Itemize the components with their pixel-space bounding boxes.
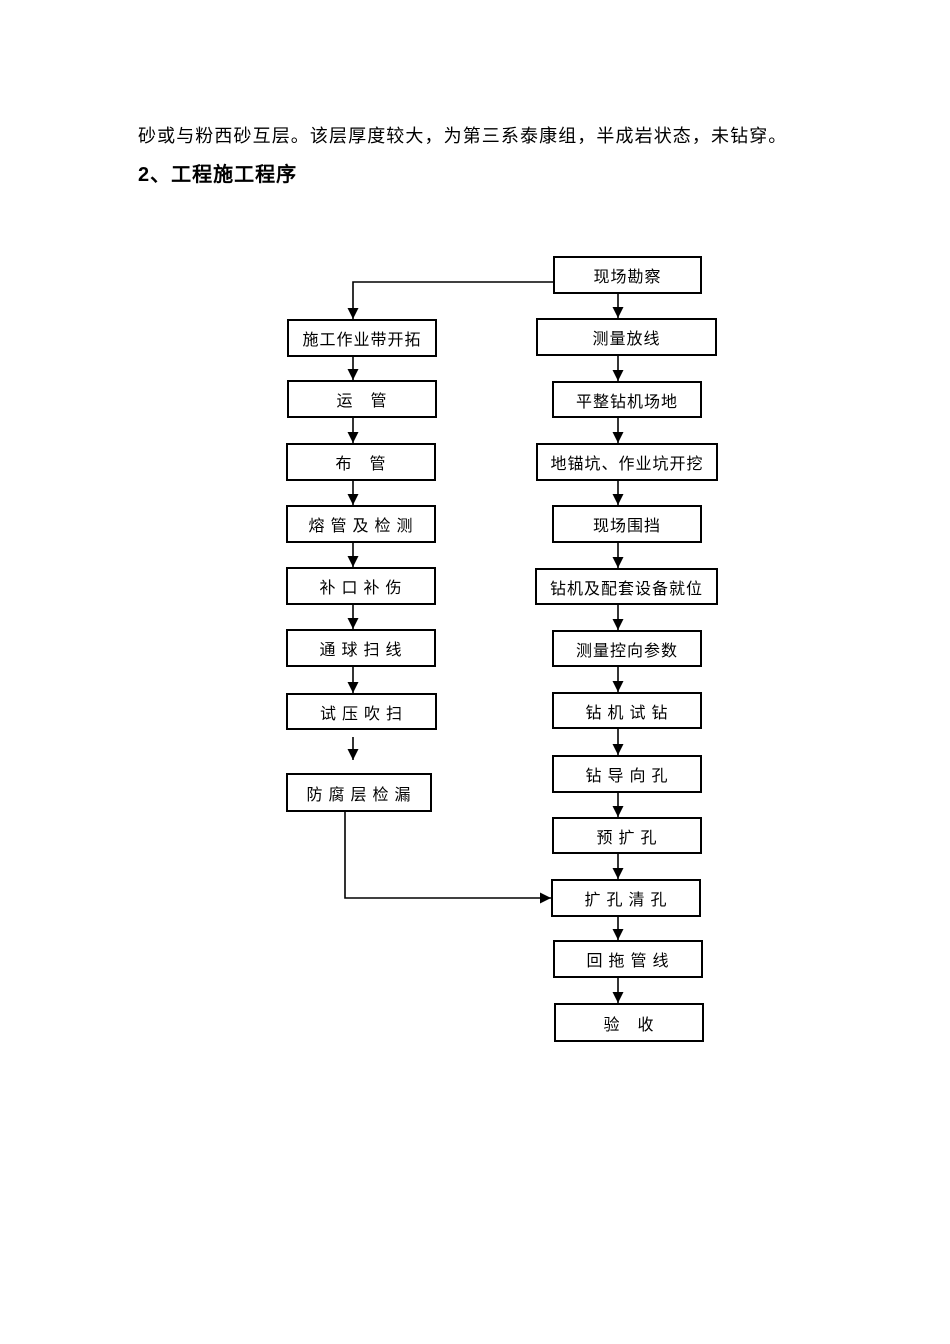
flowchart-node-acceptance: 验 收	[554, 1003, 704, 1042]
arrowhead-icon	[612, 992, 624, 1003]
flowchart-node-work-strip-opening: 施工作业带开拓	[287, 319, 437, 357]
arrowhead-icon	[612, 681, 624, 692]
arrowhead-icon	[612, 307, 624, 318]
flowchart-node-survey-line-setting: 测量放线	[536, 318, 717, 356]
arrowhead-icon	[612, 929, 624, 940]
arrowhead-icon	[540, 892, 551, 904]
arrowhead-icon	[347, 618, 359, 629]
arrowhead-icon	[347, 308, 359, 319]
flowchart-node-pilot-hole-drilling: 钻 导 向 孔	[552, 755, 702, 793]
section-heading: 2、工程施工程序	[138, 164, 298, 186]
flowchart-node-pre-reaming: 预 扩 孔	[552, 817, 702, 854]
arrowhead-icon	[612, 868, 624, 879]
flowchart-node-pipe-laying: 布 管	[286, 443, 436, 481]
body-paragraph: 砂或与粉西砂互层。该层厚度较大，为第三系泰康组，半成岩状态，未钻穿。	[138, 126, 788, 146]
flowchart-node-pipe-fusion-inspection: 熔 管 及 检 测	[286, 505, 436, 543]
flowchart-node-reaming-hole-cleaning: 扩 孔 清 孔	[551, 879, 701, 917]
arrowhead-icon	[612, 744, 624, 755]
flowchart-node-pigging-line-sweep: 通 球 扫 线	[286, 629, 436, 667]
flowchart-node-anchor-pit-excavation: 地锚坑、作业坑开挖	[536, 443, 718, 481]
arrowhead-icon	[347, 494, 359, 505]
flowchart-node-steering-parameter-measurement: 测量控向参数	[552, 630, 702, 667]
arrowhead-icon	[612, 557, 624, 568]
flowchart-node-joint-repair: 补 口 补 伤	[286, 567, 436, 605]
arrowhead-icon	[612, 619, 624, 630]
arrowhead-icon	[612, 806, 624, 817]
flowchart-edge	[344, 812, 551, 899]
flowchart-node-pipe-transport: 运 管	[287, 380, 437, 418]
flowchart-node-coating-leak-test: 防 腐 层 检 漏	[286, 773, 432, 812]
flowchart-node-site-survey: 现场勘察	[553, 256, 702, 294]
flowchart-node-site-fencing: 现场围挡	[552, 505, 702, 543]
flowchart-node-pressure-test-purge: 试 压 吹 扫	[286, 693, 437, 730]
arrowhead-icon	[347, 432, 359, 443]
arrowhead-icon	[347, 749, 359, 760]
arrowhead-icon	[347, 556, 359, 567]
arrowhead-icon	[347, 369, 359, 380]
flowchart-edge	[352, 281, 553, 319]
flowchart-node-rig-trial-drilling: 钻 机 试 钻	[552, 692, 702, 729]
flowchart-node-pipeline-pullback: 回 拖 管 线	[553, 940, 703, 978]
arrowhead-icon	[612, 494, 624, 505]
arrowhead-icon	[612, 370, 624, 381]
arrowhead-icon	[347, 682, 359, 693]
flowchart-node-rig-equipment-positioning: 钻机及配套设备就位	[535, 568, 718, 605]
arrowhead-icon	[612, 432, 624, 443]
flowchart-node-rig-site-leveling: 平整钻机场地	[552, 381, 702, 418]
